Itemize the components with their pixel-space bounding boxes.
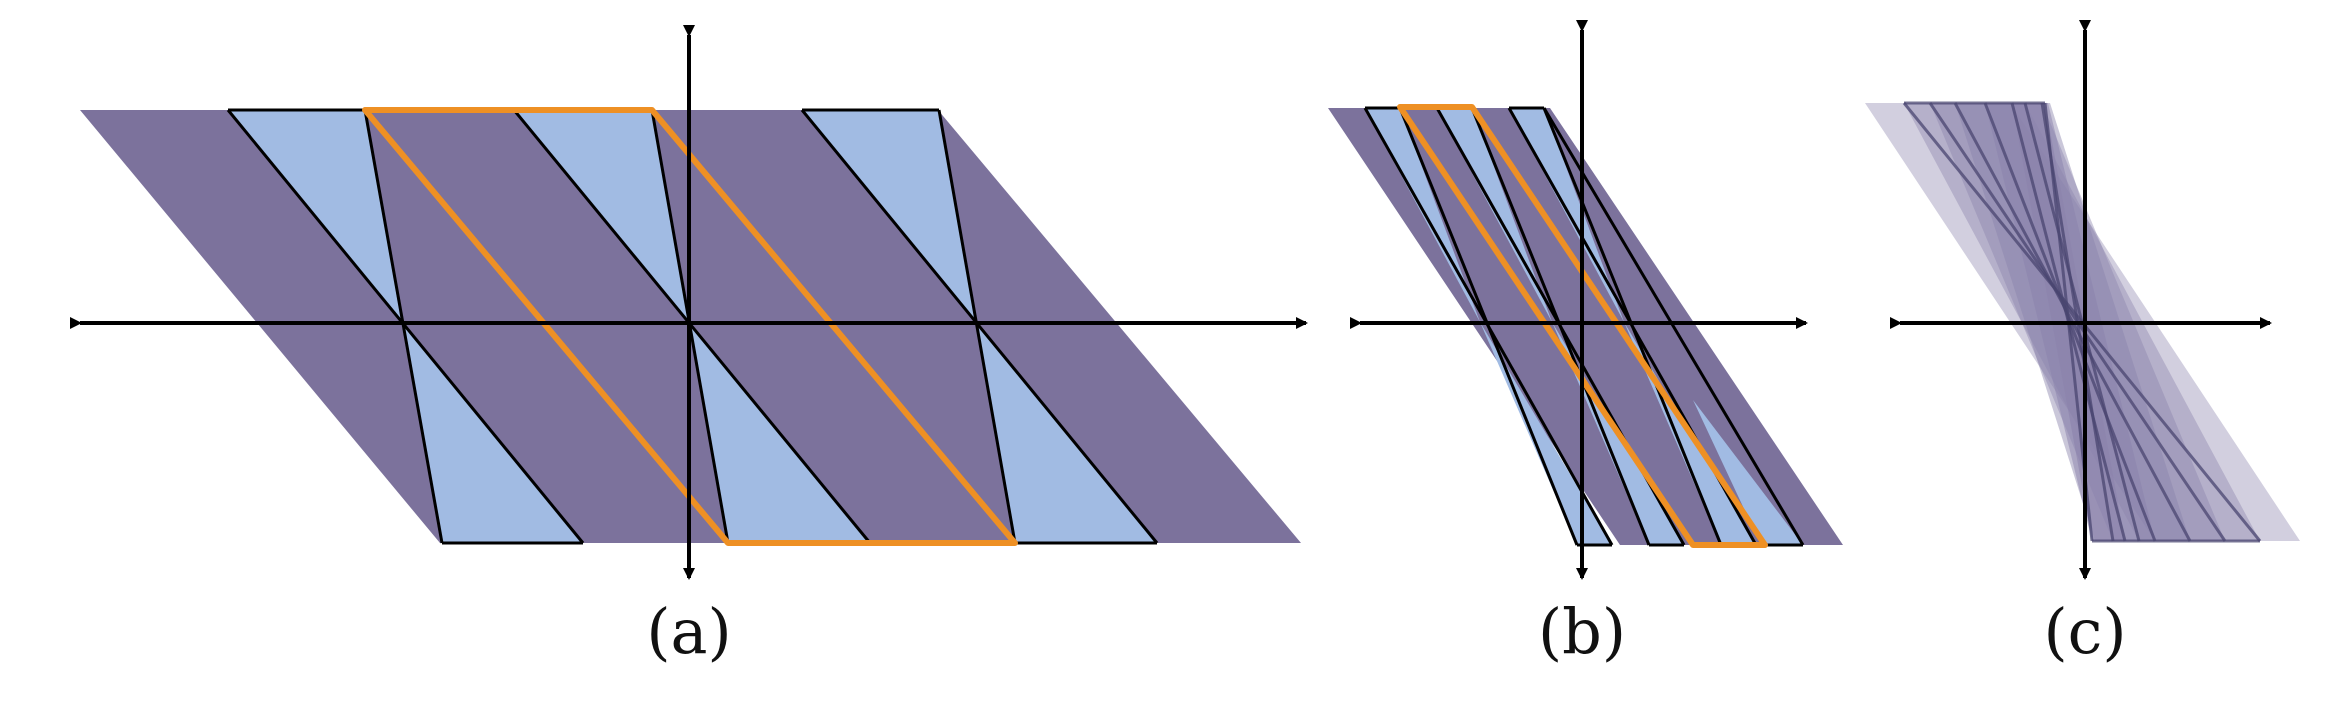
light-triangle: [1693, 400, 1803, 545]
caption-a: (a): [646, 595, 731, 668]
panel-b: (b): [1328, 20, 1843, 668]
caption-b: (b): [1538, 595, 1626, 668]
caption-c: (c): [2043, 595, 2126, 668]
panel-a: (a): [70, 25, 1308, 668]
panel-c: (c): [1865, 20, 2300, 668]
unit-cell-outline: [1397, 104, 1768, 548]
unit-cell-outline: [362, 107, 1018, 546]
